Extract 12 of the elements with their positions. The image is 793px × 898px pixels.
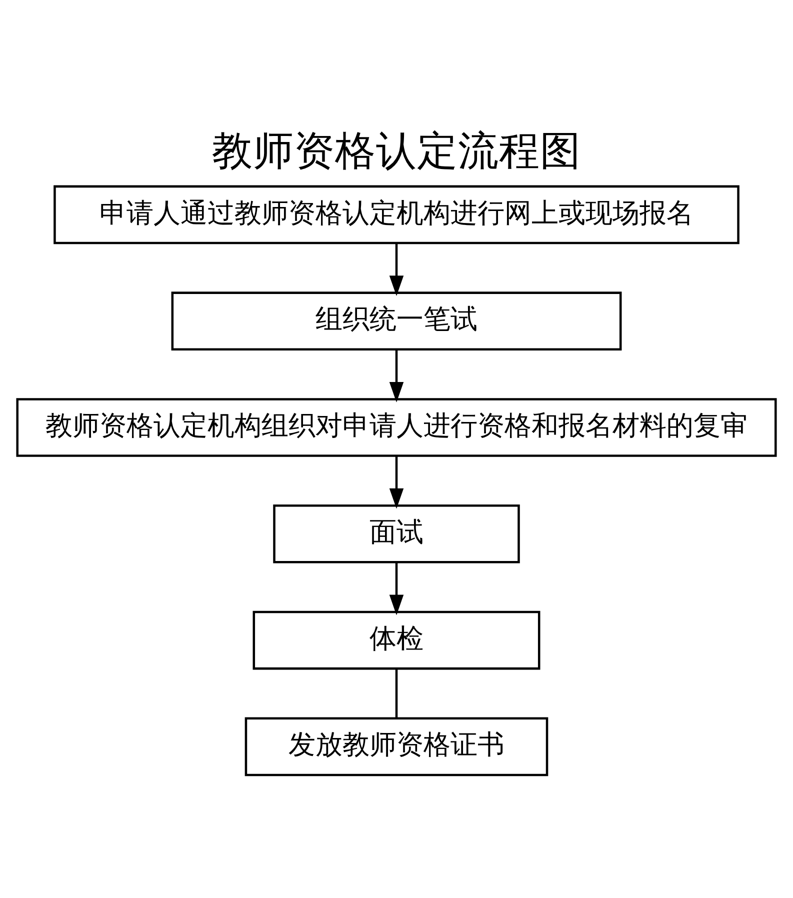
node-box: 面试 bbox=[273, 504, 520, 564]
node-box: 体检 bbox=[252, 610, 540, 670]
node-box: 发放教师资格证书 bbox=[244, 717, 548, 776]
arrow bbox=[389, 456, 404, 509]
node-box: 申请人通过教师资格认定机构进行网上或现场报名 bbox=[54, 185, 740, 244]
connector bbox=[395, 669, 398, 718]
node-box: 组织统一笔试 bbox=[171, 292, 622, 351]
diagram-title: 教师资格认定流程图 bbox=[212, 126, 581, 175]
arrow bbox=[389, 562, 404, 616]
node-box: 教师资格认定机构组织对申请人进行资格和报名材料的复审 bbox=[16, 398, 777, 457]
arrow bbox=[389, 350, 404, 402]
arrow bbox=[389, 244, 404, 296]
